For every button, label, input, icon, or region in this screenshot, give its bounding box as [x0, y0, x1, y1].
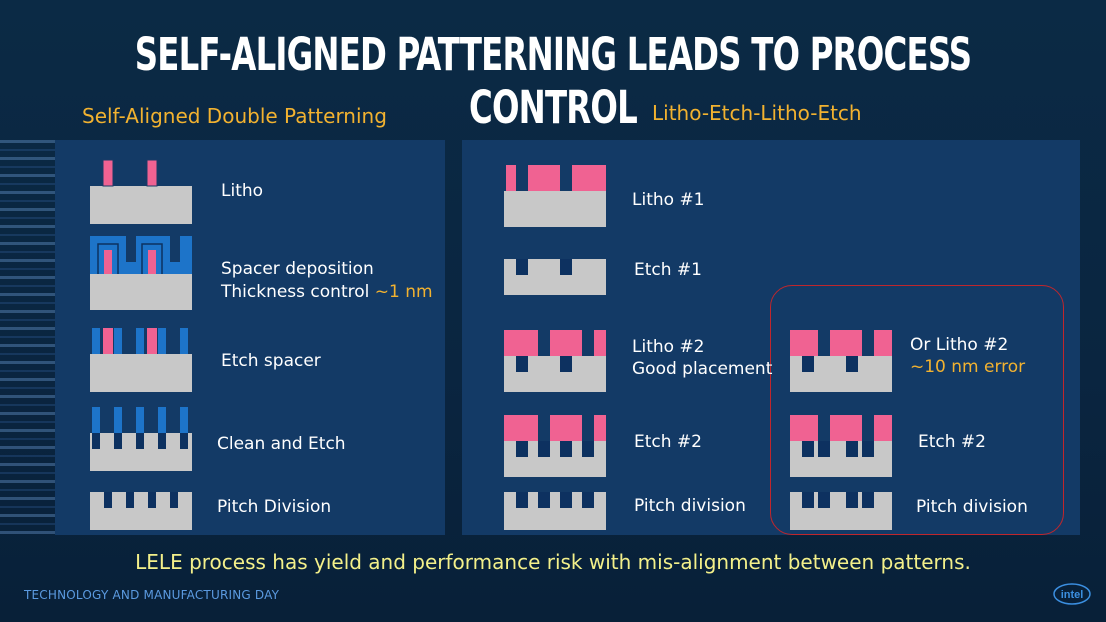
lele-etch2-diagram [504, 415, 606, 477]
lele-heading: Litho-Etch-Litho-Etch [652, 101, 862, 125]
sadp-litho-diagram [90, 159, 192, 224]
footer-event-name: TECHNOLOGY AND MANUFACTURING DAY [24, 588, 280, 602]
sadp-spacer-diagram [90, 236, 192, 310]
misalignment-highlight-box [770, 285, 1064, 535]
error-litho2-diagram [790, 330, 892, 392]
sadp-clean-etch-diagram [90, 407, 192, 471]
error-pitch-division-diagram [790, 492, 892, 530]
slide-title: SELF-ALIGNED PATTERNING LEADS TO PROCESS… [134, 28, 972, 134]
lele-litho1-label: Litho #1 [632, 190, 705, 210]
sadp-etch-spacer-diagram [90, 328, 192, 392]
sadp-pitch-division-diagram [90, 492, 192, 530]
error-etch2-label: Etch #2 [918, 432, 986, 452]
sadp-clean-etch-label: Clean and Etch [217, 434, 346, 454]
sadp-spacer-label: Spacer deposition [221, 259, 374, 279]
lele-litho2-diagram [504, 330, 606, 392]
error-pitch-division-label: Pitch division [916, 497, 1028, 517]
sadp-pitch-division-label: Pitch Division [217, 497, 332, 517]
svg-text:intel: intel [1061, 589, 1084, 601]
thickness-value: ~1 nm [374, 282, 433, 302]
lele-litho1-diagram [504, 165, 606, 227]
lele-etch2-label: Etch #2 [634, 432, 702, 452]
sadp-etch-spacer-label: Etch spacer [221, 351, 321, 371]
sadp-thickness-label: Thickness control ~1 nm [221, 282, 433, 302]
lele-pitch-division-label: Pitch division [634, 496, 746, 516]
lele-etch1-diagram [504, 259, 606, 295]
error-etch2-diagram [790, 415, 892, 477]
lele-etch1-label: Etch #1 [634, 260, 702, 280]
sadp-heading: Self-Aligned Double Patterning [82, 104, 387, 128]
intel-logo: intel [1053, 583, 1091, 605]
error-value-label: ~10 nm error [910, 357, 1026, 377]
sadp-litho-label: Litho [221, 181, 264, 201]
lele-good-placement-label: Good placement [632, 359, 773, 379]
error-litho2-label: Or Litho #2 [910, 335, 1009, 355]
lele-pitch-division-diagram [504, 492, 606, 530]
background-streaks [0, 140, 60, 540]
lele-litho2-label: Litho #2 [632, 337, 705, 357]
conclusion-text: LELE process has yield and performance r… [135, 550, 971, 574]
